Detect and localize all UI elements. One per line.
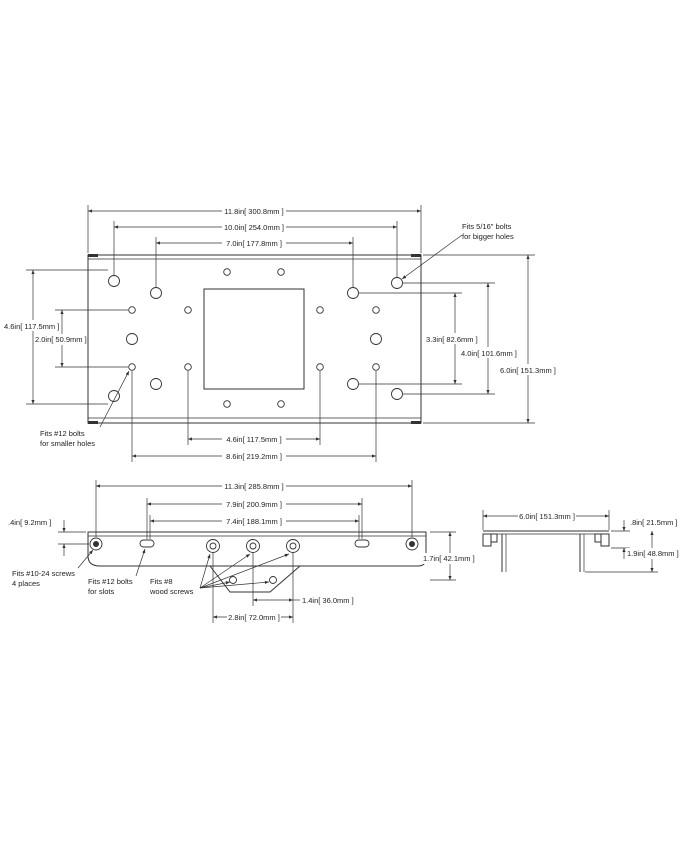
big-hole	[126, 333, 138, 345]
small-hole	[223, 268, 231, 276]
small-hole	[277, 268, 285, 276]
dim-side-width: 6.0in[ 151.3mm ]	[519, 512, 575, 521]
note-wood-line1: Fits #8	[150, 577, 173, 586]
note-small-holes-line1: Fits #12 bolts	[40, 429, 85, 438]
leader-wood	[199, 580, 270, 589]
big-hole	[347, 287, 359, 299]
leader-wood	[199, 553, 211, 589]
side-right-bracket	[600, 533, 610, 547]
small-hole	[128, 306, 136, 314]
side-left-bracket	[490, 533, 498, 543]
note-big-holes-line2: for bigger holes	[462, 232, 514, 241]
wood-screw-hole	[229, 576, 237, 584]
leader-wood	[199, 581, 231, 589]
note-small-holes-line2: for smaller holes	[40, 439, 95, 448]
small-hole	[277, 400, 285, 408]
dim-front-79: 7.9in[ 200.9mm ]	[226, 500, 282, 509]
leader-slots	[135, 548, 146, 577]
dim-left-offset: .4in[ 9.2mm ]	[8, 518, 51, 527]
dim-front-14: 1.4in[ 36.0mm ]	[302, 596, 354, 605]
dim-overall-width: 11.8in[ 300.8mm ]	[224, 207, 283, 216]
center-cutout	[203, 288, 305, 390]
big-hole	[150, 378, 162, 390]
dim-front-overall: 11.3in[ 285.8mm ]	[224, 482, 283, 491]
dim-front-74: 7.4in[ 188.1mm ]	[226, 517, 282, 526]
dim-right-mid: 4.0in[ 101.6mm ]	[461, 349, 517, 358]
corner-foot	[88, 254, 98, 257]
wood-screw-hole	[249, 542, 257, 550]
small-hole	[128, 363, 136, 371]
note-screws-line2: 4 places	[12, 579, 40, 588]
note-slots-line2: for slots	[88, 587, 115, 596]
bolt-slot	[139, 539, 155, 548]
small-hole	[316, 306, 324, 314]
bolt-slot	[354, 539, 370, 548]
small-hole	[184, 306, 192, 314]
side-view: 6.0in[ 151.3mm ] .8in[ 21.5mm ] 1.9in[ 4…	[482, 510, 683, 573]
wood-screw-hole	[289, 542, 297, 550]
big-hole	[391, 277, 403, 289]
big-hole	[108, 275, 120, 287]
big-hole	[108, 390, 120, 402]
dim-bottom-86: 8.6in[ 219.2mm ]	[226, 452, 282, 461]
leader-big-holes	[401, 234, 463, 280]
small-hole	[372, 306, 380, 314]
small-hole	[372, 363, 380, 371]
big-hole	[150, 287, 162, 299]
screw-hole-center	[409, 541, 415, 547]
dim-right-inner: 3.3in[ 82.6mm ]	[426, 335, 478, 344]
big-hole	[370, 333, 382, 345]
corner-foot	[88, 421, 98, 424]
side-right-bracket	[594, 533, 602, 543]
small-hole	[184, 363, 192, 371]
leader-wood	[199, 553, 251, 589]
wood-screw-tab	[209, 565, 301, 593]
small-hole	[316, 363, 324, 371]
dim-left-inner: 2.0in[ 50.9mm ]	[35, 335, 87, 344]
note-wood-line2: wood screws	[149, 587, 194, 596]
corner-foot	[411, 254, 421, 257]
leader-screws	[77, 549, 94, 569]
side-left-bracket	[482, 533, 492, 547]
dim-front-28: 2.8in[ 72.0mm ]	[228, 613, 280, 622]
dim-right-overall: 6.0in[ 151.3mm ]	[500, 366, 556, 375]
corner-foot	[411, 421, 421, 424]
note-slots-line1: Fits #12 bolts	[88, 577, 133, 586]
small-hole	[223, 400, 231, 408]
dim-left-height: 4.6in[ 117.5mm ]	[4, 322, 59, 331]
big-hole	[391, 388, 403, 400]
dim-side-height: 1.9in[ 48.8mm ]	[627, 549, 679, 558]
plate-outline	[87, 254, 422, 424]
dim-bolt-span-10: 10.0in[ 254.0mm ]	[224, 223, 284, 232]
dim-bolt-span-7: 7.0in[ 177.8mm ]	[226, 239, 282, 248]
front-view: 11.3in[ 285.8mm ] 7.9in[ 200.9mm ] 7.4in…	[8, 480, 477, 623]
dim-front-height: 1.7in[ 42.1mm ]	[423, 554, 475, 563]
dim-side-top: .8in[ 21.5mm ]	[630, 518, 678, 527]
leader-small-holes	[99, 370, 130, 428]
big-hole	[347, 378, 359, 390]
screw-hole-center	[93, 541, 99, 547]
wood-screw-hole	[209, 542, 217, 550]
wood-screw-hole	[269, 576, 277, 584]
leader-wood	[199, 553, 290, 589]
note-screws-line1: Fits #10-24 screws	[12, 569, 75, 578]
dim-bottom-46: 4.6in[ 117.5mm ]	[226, 435, 281, 444]
top-view: 11.8in[ 300.8mm ] 10.0in[ 254.0mm ] 7.0i…	[3, 205, 557, 462]
note-big-holes-line1: Fits 5/16" bolts	[462, 222, 512, 231]
